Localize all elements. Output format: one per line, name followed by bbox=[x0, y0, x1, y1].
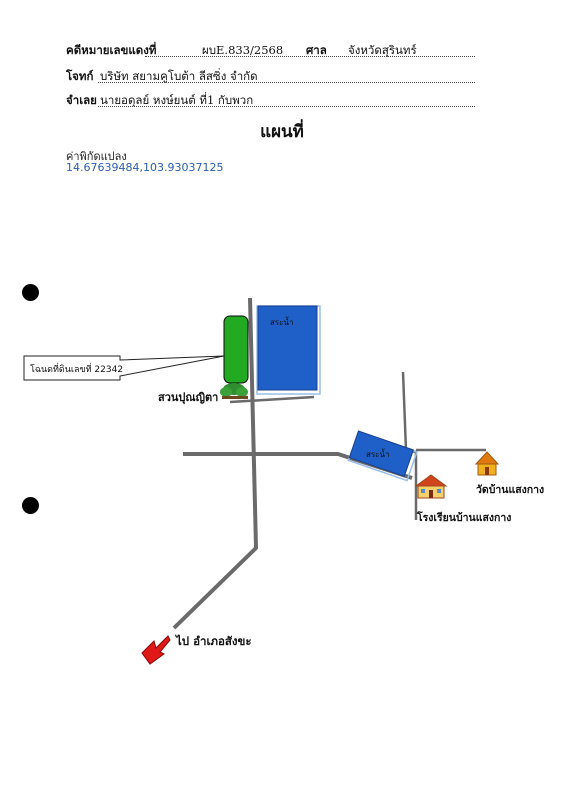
defendant-label: จำเลย bbox=[66, 93, 97, 107]
road-east-branch bbox=[401, 371, 418, 520]
temple-icon bbox=[474, 451, 500, 476]
coordinates-link[interactable]: 14.67639484,103.93037125 bbox=[66, 161, 224, 174]
direction-arrow-icon bbox=[141, 635, 171, 665]
map-title: แผนที่ bbox=[260, 122, 304, 142]
pond-2-group bbox=[347, 430, 418, 482]
orchard-icon bbox=[220, 383, 248, 399]
plaintiff-name: บริษัท สยามคูโบต้า ลีสซิ่ง จำกัด bbox=[100, 69, 258, 83]
plaintiff-row-dotline bbox=[98, 82, 475, 83]
parcel-callout: โฉนดที่ดินเลขที่ 22342 bbox=[23, 355, 225, 381]
pond-label-1: สระน้ำ bbox=[270, 316, 293, 327]
direction-label: ไป อำเภอสังขะ bbox=[174, 634, 252, 648]
pond-1 bbox=[257, 305, 318, 391]
court-name: จังหวัดสุรินทร์ bbox=[348, 43, 417, 57]
pond-2 bbox=[348, 430, 414, 478]
case-number: ผบE.833/2568 bbox=[202, 43, 284, 57]
orchard-label: สวนปุณญิตา bbox=[158, 391, 218, 405]
parcel-callout-label: โฉนดที่ดินเลขที่ 22342 bbox=[30, 362, 123, 375]
road-network bbox=[172, 297, 486, 630]
coordinates-label: ค่าพิกัดแปลง bbox=[66, 150, 127, 163]
plaintiff-row: โจทก์ บริษัท สยามคูโบต้า ลีสซิ่ง จำกัด bbox=[66, 68, 258, 86]
plaintiff-label: โจทก์ bbox=[66, 69, 94, 83]
binder-hole-bottom bbox=[22, 497, 39, 514]
school-icon bbox=[414, 474, 448, 499]
pond-label-2: สระน้ำ bbox=[366, 448, 389, 459]
court-label: ศาล bbox=[306, 43, 327, 57]
defendant-row: จำเลย นายอดุลย์ หงษ์ยนต์ ที่1 กับพวก bbox=[66, 92, 253, 110]
case-row-dotline bbox=[145, 56, 475, 57]
road-main-vertical bbox=[172, 297, 258, 630]
school-label: โรงเรียนบ้านแสงกาง bbox=[416, 511, 511, 524]
defendant-name: นายอดุลย์ หงษ์ยนต์ ที่1 กับพวก bbox=[100, 93, 254, 107]
case-row: คดีหมายเลขแดงที่ ผบE.833/2568 ศาล จังหวั… bbox=[66, 42, 417, 60]
temple-label: วัดบ้านแสงกาง bbox=[476, 483, 544, 496]
land-parcel bbox=[223, 315, 249, 384]
binder-hole-top bbox=[22, 284, 39, 301]
road-short-branch bbox=[229, 395, 315, 404]
case-label: คดีหมายเลขแดงที่ bbox=[66, 43, 157, 57]
defendant-row-dotline bbox=[98, 106, 475, 107]
